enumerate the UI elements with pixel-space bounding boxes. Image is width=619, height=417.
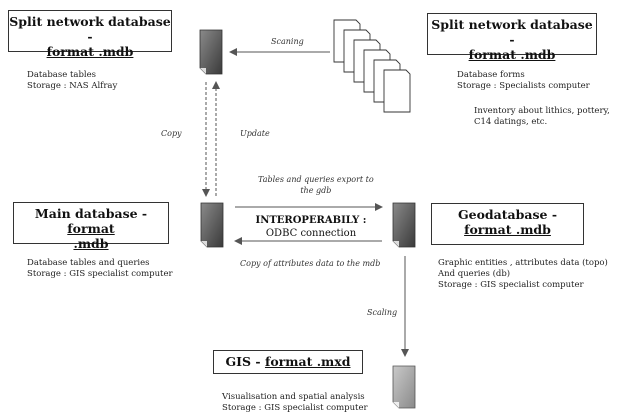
box-main-format-a: format	[67, 221, 115, 236]
desc-line: Storage : GIS specialist computer	[222, 403, 368, 413]
desc-line: Visualisation and spatial analysis	[222, 392, 365, 402]
desc-gis: Visualisation and spatial analysis Stora…	[222, 392, 368, 414]
desc-line: Graphic entities , attributes data (topo…	[438, 258, 608, 268]
label-update: Update	[240, 129, 270, 138]
box-gis-format: format .mxd	[264, 354, 351, 369]
box-main-title: Main database -	[34, 206, 148, 221]
box-main-database: Main database - format .mdb	[13, 202, 169, 251]
label-scaning-bottom: Scaling	[367, 308, 398, 317]
box-split-right-title: Split network database -	[431, 17, 593, 47]
desc-line: Inventory about lithics, pottery,	[474, 106, 610, 116]
desc-line: Database forms	[457, 70, 525, 80]
paper-forms-stack-icon	[333, 19, 411, 113]
box-geo-title: Geodatabase -	[457, 207, 558, 222]
label-copy: Copy	[161, 129, 182, 138]
label-line: the gdb	[300, 186, 332, 195]
desc-line: Database tables and queries	[27, 258, 150, 268]
label-line: Tables and queries export to	[258, 175, 374, 184]
label-copy-attributes: Copy of attributes data to the mdb	[240, 259, 381, 268]
box-geodatabase: Geodatabase - format .mdb	[431, 203, 584, 245]
desc-split-left: Database tables Storage : NAS Alfray	[27, 70, 117, 92]
box-gis-title: GIS -	[225, 354, 265, 369]
desc-inventory: Inventory about lithics, pottery, C14 da…	[474, 106, 610, 128]
box-main-format-b: .mdb	[73, 236, 109, 251]
document-icon-geo	[392, 202, 416, 248]
document-icon-top	[199, 29, 223, 75]
desc-main: Database tables and queries Storage : GI…	[27, 258, 173, 280]
interoperability-label: INTEROPERABILY : ODBC connection	[252, 214, 370, 240]
desc-geo: Graphic entities , attributes data (topo…	[438, 258, 608, 291]
label-tables-export: Tables and queries export to the gdb	[258, 174, 374, 196]
desc-line: C14 datings, etc.	[474, 117, 548, 127]
label-scaning-top: Scaning	[271, 37, 304, 46]
box-split-network-right: Split network database - format .mdb	[427, 13, 597, 62]
desc-line: Storage : GIS specialist computer	[27, 269, 173, 279]
box-split-right-format: format .mdb	[468, 47, 556, 62]
desc-line: Database tables	[27, 70, 97, 80]
desc-line: Storage : GIS specialist computer	[438, 280, 584, 290]
box-geo-format: format .mdb	[464, 222, 551, 237]
desc-line: Storage : NAS Alfray	[27, 81, 118, 91]
interop-line: ODBC connection	[265, 228, 357, 239]
box-split-network-left: Split network database - format .mdb	[8, 10, 172, 59]
document-icon-main	[200, 202, 224, 248]
desc-line: And queries (db)	[438, 269, 511, 279]
desc-line: Storage : Specialists computer	[457, 81, 590, 91]
box-gis: GIS - format .mxd	[213, 350, 363, 374]
document-icon-gis	[392, 365, 416, 409]
interop-line: INTEROPERABILY :	[255, 215, 367, 226]
box-split-left-title: Split network database -	[9, 14, 171, 44]
box-split-left-format: format .mdb	[46, 44, 134, 59]
desc-split-right: Database forms Storage : Specialists com…	[457, 70, 590, 92]
